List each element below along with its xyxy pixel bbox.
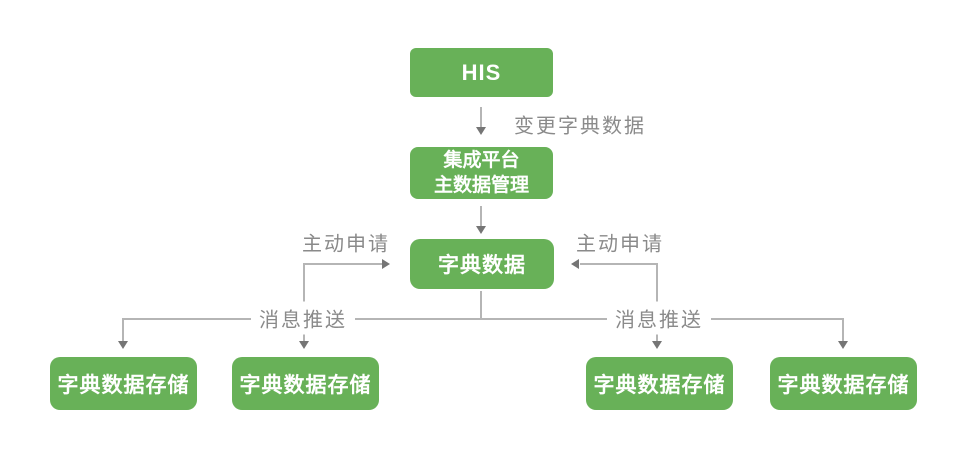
edge-push-branch-3-arrowhead-icon (652, 341, 662, 349)
label-message-push-left: 消息推送 (251, 301, 355, 335)
node-integration-platform-line1: 集成平台 (443, 150, 520, 171)
edge-push-branch-1-arrowhead-icon (118, 341, 128, 349)
node-dict-storage-3: 字典数据存储 (586, 357, 733, 410)
label-change-dict-data: 变更字典数据 (514, 115, 646, 138)
edge-his-to-platform-arrowhead-icon (476, 127, 486, 135)
edge-request-left-arrowhead-icon (382, 259, 390, 269)
edge-request-right-line (580, 263, 657, 265)
edge-platform-to-dict-line (480, 206, 482, 227)
edge-his-to-platform-line (480, 107, 482, 128)
label-message-push-right: 消息推送 (607, 301, 711, 335)
label-active-request-right: 主动申请 (576, 233, 664, 256)
node-integration-platform: 集成平台 主数据管理 (410, 147, 553, 199)
node-dict-storage-4: 字典数据存储 (770, 357, 917, 410)
edge-dict-to-bus-line (480, 291, 482, 319)
node-dict-data: 字典数据 (410, 239, 554, 289)
node-integration-platform-line2: 主数据管理 (433, 175, 529, 196)
edge-push-branch-1-line (122, 318, 124, 343)
edge-platform-to-dict-arrowhead-icon (476, 226, 486, 234)
edge-request-right-arrowhead-icon (571, 259, 579, 269)
edge-request-left-line (303, 263, 384, 265)
label-active-request-left: 主动申请 (302, 233, 390, 256)
push-bus-line (122, 318, 843, 320)
node-dict-storage-1: 字典数据存储 (50, 357, 197, 410)
edge-push-branch-2-arrowhead-icon (299, 341, 309, 349)
node-dict-storage-2: 字典数据存储 (232, 357, 379, 410)
node-his: HIS (410, 48, 553, 97)
edge-push-branch-4-arrowhead-icon (838, 341, 848, 349)
edge-push-branch-4-line (842, 318, 844, 343)
